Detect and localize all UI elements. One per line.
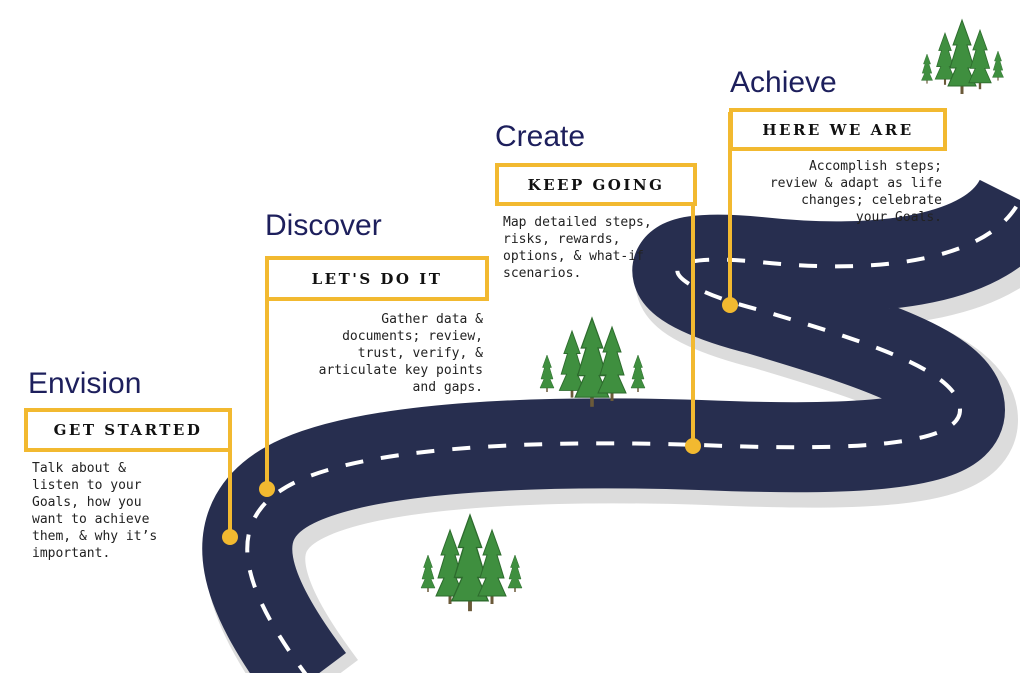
marker-pole-discover: [265, 260, 269, 489]
stage-label-discover: LET'S DO IT: [265, 256, 489, 301]
marker-pole-achieve: [728, 112, 732, 305]
stage-title-discover: Discover: [265, 209, 382, 242]
stage-description-discover: Gather data & documents; review, trust, …: [318, 312, 483, 395]
stage-description-create: Map detailed steps, risks, rewards, opti…: [503, 215, 652, 281]
tree-cluster-middle: [539, 317, 646, 408]
tree-cluster-bottom: [420, 514, 523, 612]
stage-description-achieve: Accomplish steps; review & adapt as life…: [769, 159, 942, 225]
marker-dot-achieve: [722, 297, 738, 313]
stage-label-achieve: HERE WE ARE: [729, 108, 947, 151]
marker-pole-create: [691, 168, 695, 446]
stage-description-envision: Talk about & listen to your Goals, how y…: [32, 461, 158, 561]
stage-title-achieve: Achieve: [730, 66, 837, 99]
marker-dot-discover: [259, 481, 275, 497]
road-center-line: [245, 199, 1020, 673]
marker-dot-envision: [222, 529, 238, 545]
stage-title-create: Create: [495, 120, 586, 153]
marker-pole-envision: [228, 412, 232, 537]
stage-label-create: KEEP GOING: [495, 163, 697, 206]
stage-title-envision: Envision: [28, 367, 142, 400]
marker-dot-create: [685, 438, 701, 454]
stage-label-envision: GET STARTED: [24, 408, 232, 452]
tree-cluster-top-right: [921, 19, 1004, 95]
